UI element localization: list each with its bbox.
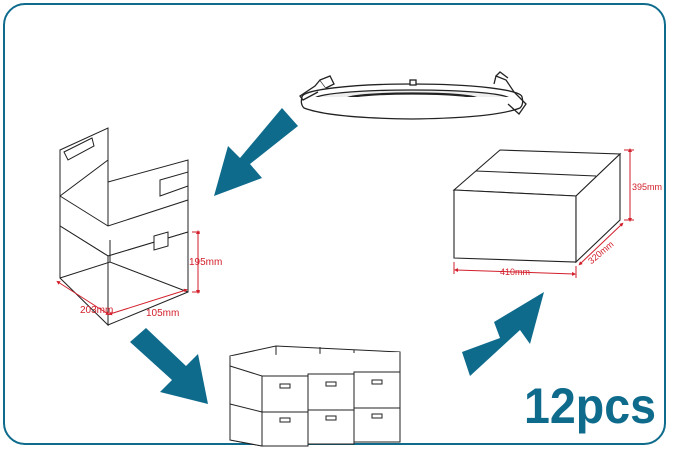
outer-height-label: 395mm xyxy=(632,182,662,192)
master-carton-icon xyxy=(452,149,622,264)
inner-box-dimensions xyxy=(56,230,200,316)
outer-box-dimensions xyxy=(453,148,634,278)
inner-width-label: 203mm xyxy=(80,305,113,316)
inner-height-label: 195mm xyxy=(189,257,222,268)
open-carton-icon xyxy=(59,127,189,327)
quantity-label: 12pcs xyxy=(524,378,656,434)
packed-cartons-icon xyxy=(229,345,401,447)
flow-arrow-icon xyxy=(130,108,544,404)
outer-width-label: 410mm xyxy=(500,267,530,277)
inner-depth-label: 105mm xyxy=(146,308,179,319)
panel-light-icon xyxy=(299,71,527,120)
